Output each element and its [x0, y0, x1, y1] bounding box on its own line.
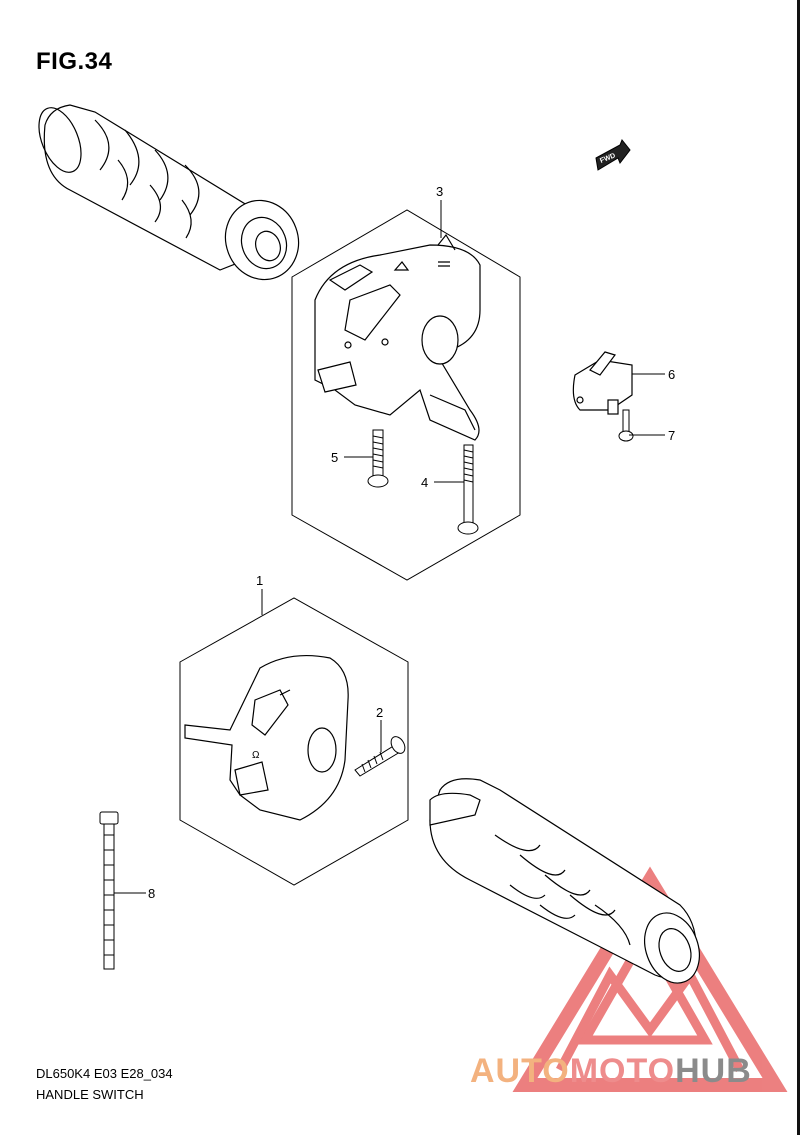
- page-edge-border: [797, 0, 800, 1135]
- leader-lines: [114, 200, 665, 894]
- fwd-arrow-icon: FWD: [595, 139, 631, 171]
- left-grip-drawing: [38, 104, 300, 281]
- callout-2: 2: [376, 705, 383, 720]
- svg-text:Ω: Ω: [252, 750, 260, 761]
- assembly-boundary-1: [179, 597, 409, 886]
- screw-7-drawing: [618, 409, 634, 442]
- callout-8: 8: [148, 886, 155, 901]
- callout-7: 7: [668, 428, 675, 443]
- screw-4-drawing: [457, 444, 479, 535]
- model-code: DL650K4 E03 E28_034: [36, 1066, 173, 1081]
- throttle-grip-drawing: [429, 778, 700, 984]
- callout-4: 4: [421, 475, 428, 490]
- part-6-switch-drawing: [572, 351, 633, 415]
- figure-title: FIG.34: [36, 48, 113, 75]
- watermark-moto: MOTO: [569, 1052, 676, 1090]
- figure-caption: HANDLE SWITCH: [36, 1087, 144, 1102]
- callout-3: 3: [436, 184, 443, 199]
- callout-5: 5: [331, 450, 338, 465]
- callout-6: 6: [668, 367, 675, 382]
- watermark-logo-icon: [512, 866, 788, 1092]
- right-handle-switch-drawing: [314, 233, 481, 441]
- watermark-text: AUTOMOTOHUB: [470, 1052, 752, 1091]
- screw-5-drawing: [367, 429, 389, 488]
- assembly-boundary-3: [291, 209, 521, 581]
- screw-2-drawing: [354, 736, 406, 777]
- callout-1: 1: [256, 573, 263, 588]
- watermark-hub: HUB: [675, 1052, 752, 1090]
- left-handle-switch-drawing: Ω: [184, 654, 349, 821]
- watermark-auto: AUTO: [470, 1052, 570, 1090]
- cable-tie-8-drawing: [99, 811, 119, 970]
